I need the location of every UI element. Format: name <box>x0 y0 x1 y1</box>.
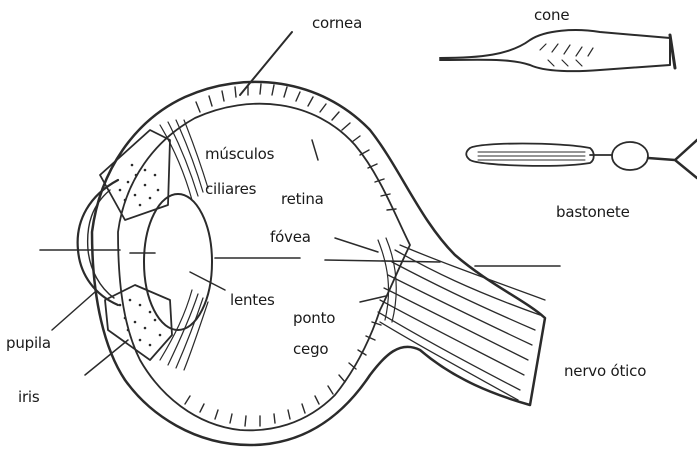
label-ciliares: ciliares <box>205 180 256 198</box>
label-fovea: fóvea <box>270 228 311 246</box>
ciliary-muscle-upper <box>160 120 208 200</box>
sclera-outer <box>92 82 545 445</box>
rod-cell <box>466 144 594 166</box>
cornea-bulge <box>78 180 118 305</box>
choroid-hatching-bottom <box>185 322 381 426</box>
label-musculos: músculos <box>205 145 274 163</box>
label-ponto: ponto <box>293 309 335 327</box>
cone-cell <box>440 30 670 71</box>
iris-leader <box>85 340 128 375</box>
label-bastonete: bastonete <box>556 203 630 221</box>
label-pupila: pupila <box>6 334 51 352</box>
label-cego: cego <box>293 340 328 358</box>
fovea-leader <box>335 238 378 252</box>
retina-leader <box>312 140 318 160</box>
iris-dots <box>119 164 162 347</box>
label-cornea: cornea <box>312 14 362 32</box>
rod-cell-discs <box>478 152 585 160</box>
label-cone: cone <box>534 6 569 24</box>
rod-axon <box>648 140 697 178</box>
label-retina: retina <box>281 190 324 208</box>
pupila-leader <box>52 292 95 330</box>
label-iris: iris <box>18 388 40 406</box>
cone-cell-detail <box>540 44 593 66</box>
label-nervo-otico: nervo ótico <box>564 362 646 380</box>
rod-nucleus <box>612 142 648 170</box>
label-lentes: lentes <box>230 291 275 309</box>
optic-nerve-fibers <box>378 245 545 400</box>
lentes-leader <box>190 272 225 290</box>
lens <box>144 194 212 330</box>
